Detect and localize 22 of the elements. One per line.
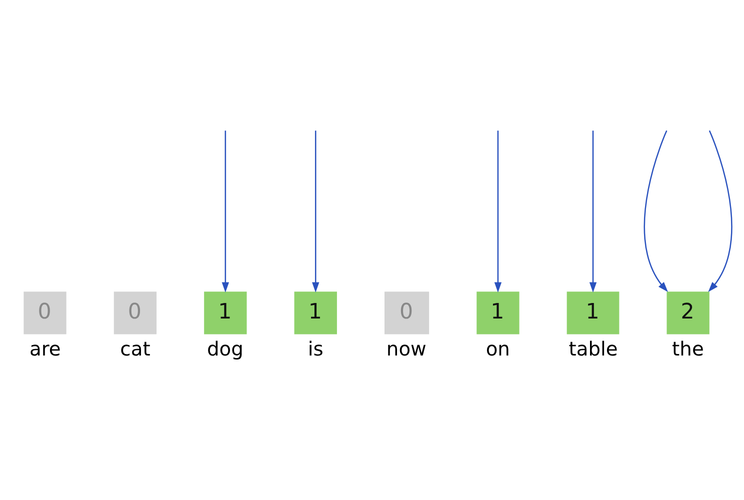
node-box: 1 [566,291,620,334]
arrow [589,130,597,292]
node-box: 0 [384,291,430,334]
node-label: are [29,337,61,360]
node-box: 1 [204,291,247,334]
arrow [222,130,230,292]
node-label: cat [120,337,150,360]
arrow [644,130,668,292]
node-label: table [568,337,618,360]
node-label: on [486,337,510,360]
node-box: 0 [114,291,157,334]
node-label: is [308,337,324,360]
arrow [494,130,502,292]
node-box: 0 [24,291,66,334]
node-box: 1 [294,291,337,334]
node-label: now [386,337,426,360]
node-box: 1 [476,291,520,334]
node-label: dog [206,337,244,360]
node-label: the [672,337,704,360]
node-box: 2 [666,291,710,334]
arrow [708,130,732,292]
arrow [312,130,320,292]
